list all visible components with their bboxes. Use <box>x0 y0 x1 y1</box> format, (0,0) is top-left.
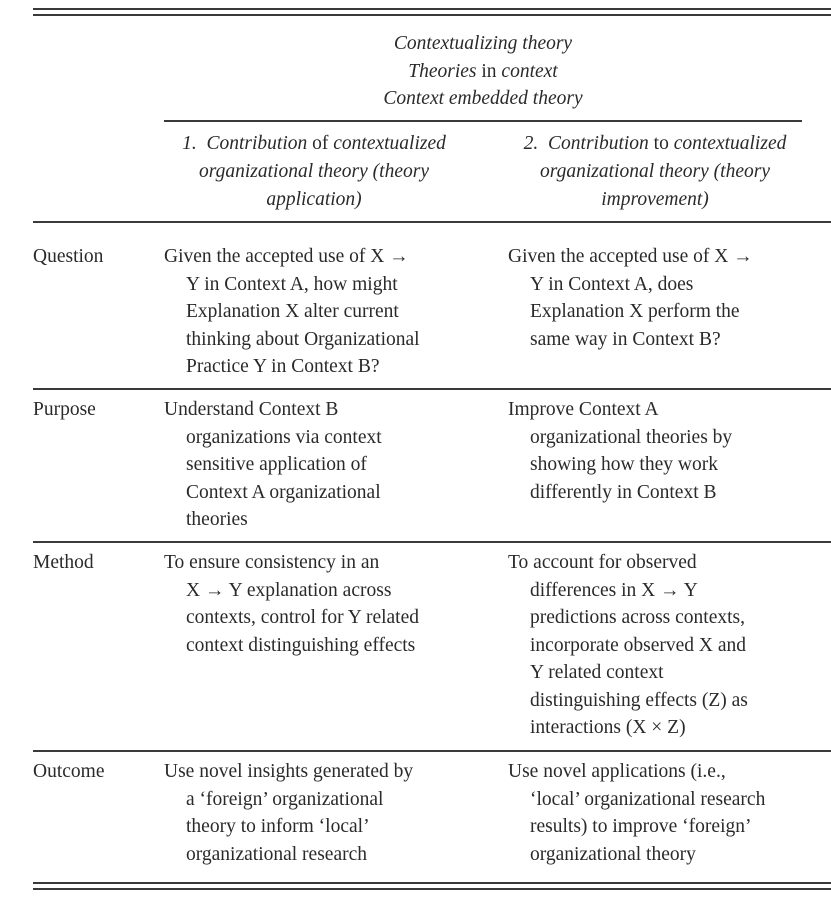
method-col1-cell: To ensure consistency in an X → Y explan… <box>164 549 419 659</box>
cell-line: Use novel insights generated by <box>164 761 414 782</box>
row-label-question: Question <box>33 246 104 267</box>
cell-line: incorporate observed X and <box>530 634 747 656</box>
column-header-text: contextualized <box>333 133 446 154</box>
cell-line: theories <box>186 509 248 530</box>
column-header-line: 1. Contribution of contextualized <box>164 130 464 158</box>
cell-line: Practice Y in Context B? <box>186 356 380 377</box>
cell-line: organizational theory <box>530 843 696 865</box>
cell-line: interactions (X × Z) <box>530 717 686 738</box>
cell-line: theory to inform ‘local’ <box>186 816 370 837</box>
header-line: Contextualizing theory <box>393 33 573 54</box>
column-header-text: of <box>307 133 334 154</box>
spanning-header: Contextualizing theory Theories in conte… <box>164 30 802 113</box>
header-span-rule <box>164 120 802 122</box>
column-header-line: application) <box>266 189 362 210</box>
cell-line: differently in Context B <box>530 481 717 503</box>
cell-line: contexts, control for Y related <box>186 607 420 628</box>
cell-line: Improve Context A <box>508 399 659 420</box>
cell-line: Given the accepted use of X → <box>508 246 753 267</box>
column-number: 1. <box>182 133 197 154</box>
cell-line: To ensure consistency in an <box>164 552 380 573</box>
purpose-col1-cell: Understand Context B organizations via c… <box>164 396 382 534</box>
column-header-line: organizational theory (theory <box>539 161 770 182</box>
outcome-col1-cell: Use novel insights generated by a ‘forei… <box>164 758 413 868</box>
cell-line: X → Y explanation across <box>186 579 392 601</box>
cell-line: Y related context <box>530 662 664 683</box>
cell-line: Y in Context A, how might <box>186 273 398 295</box>
cell-line: predictions across contexts, <box>530 607 745 628</box>
header-bottom-rule <box>33 221 831 223</box>
header-line: Context embedded theory <box>383 88 583 109</box>
cell-line: distinguishing effects (Z) as <box>530 689 748 711</box>
bottom-rule <box>33 882 831 884</box>
bottom-rule <box>33 888 831 890</box>
cell-line: Given the accepted use of X → <box>164 246 409 267</box>
row-label-purpose: Purpose <box>33 399 96 420</box>
cell-line: Context A organizational <box>186 481 381 503</box>
column-header-text: to <box>648 133 674 154</box>
question-col1-cell: Given the accepted use of X → Y in Conte… <box>164 243 420 381</box>
cell-line: a ‘foreign’ organizational <box>186 788 384 810</box>
column-header-2: 2. Contribution to contextualized organi… <box>505 130 805 214</box>
cell-line: organizations via context <box>186 426 382 448</box>
cell-line: thinking about Organizational <box>186 328 420 350</box>
header-text: context <box>501 60 558 82</box>
cell-line: To account for observed <box>508 552 697 573</box>
column-number: 2. <box>523 133 539 154</box>
column-header-1: 1. Contribution of contextualized organi… <box>164 130 464 214</box>
header-text: Theories <box>408 60 477 82</box>
column-header-line: organizational theory (theory <box>198 161 429 182</box>
cell-line: context distinguishing effects <box>186 634 416 656</box>
cell-line: organizational research <box>186 843 368 865</box>
column-header-text: Contribution <box>548 133 649 154</box>
top-rule <box>33 8 831 10</box>
row-label-outcome: Outcome <box>33 761 105 782</box>
cell-line: Y in Context A, does <box>530 273 694 295</box>
row-label-method: Method <box>33 552 94 573</box>
cell-line: results) to improve ‘foreign’ <box>530 816 752 837</box>
cell-line: Use novel applications (i.e., <box>508 761 726 782</box>
cell-line: differences in X → Y <box>530 579 698 601</box>
cell-line: Explanation X alter current <box>186 301 399 322</box>
cell-line: sensitive application of <box>186 454 367 475</box>
header-text: in <box>476 60 502 82</box>
column-header-text: contextualized <box>673 133 787 154</box>
cell-line: showing how they work <box>530 454 718 475</box>
column-header-text: Contribution <box>206 133 308 154</box>
cell-line: Explanation X perform the <box>530 301 740 322</box>
row-divider <box>33 750 831 752</box>
question-col2-cell: Given the accepted use of X → Y in Conte… <box>508 243 753 353</box>
row-divider <box>33 388 831 390</box>
purpose-col2-cell: Improve Context A organizational theorie… <box>508 396 732 506</box>
column-header-line: improvement) <box>601 189 709 210</box>
method-col2-cell: To account for observed differences in X… <box>508 549 748 742</box>
cell-line: Understand Context B <box>164 399 339 420</box>
top-rule <box>33 14 831 16</box>
row-divider <box>33 541 831 543</box>
cell-line: organizational theories by <box>530 426 733 448</box>
column-header-line: 2. Contribution to contextualized <box>505 130 805 158</box>
cell-line: same way in Context B? <box>530 328 721 350</box>
cell-line: ‘local’ organizational research <box>530 788 766 810</box>
outcome-col2-cell: Use novel applications (i.e., ‘local’ or… <box>508 758 765 868</box>
header-line: Theories in context <box>164 58 802 86</box>
